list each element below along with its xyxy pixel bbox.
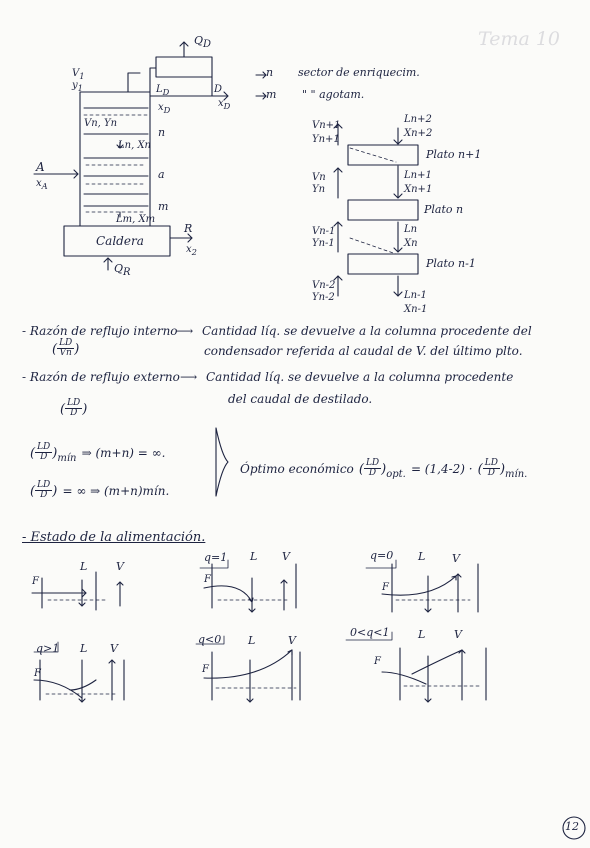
external-reflux-label: - Razón de reflujo externo xyxy=(22,370,180,384)
case-q1-f-label: F xyxy=(204,574,211,585)
sector-note-n-var: n xyxy=(266,66,274,79)
vn-2-label: Vn-2 xyxy=(312,280,336,291)
ln2-label: Ln+2 xyxy=(404,114,432,125)
case-qlt0-l-label: L xyxy=(248,634,256,647)
ln-xn-label: Ln, Xn xyxy=(118,140,151,151)
yn-2-label: Yn-2 xyxy=(312,292,335,303)
yn-1-label: Yn-1 xyxy=(312,238,335,249)
external-reflux-text-1: Cantidad líq. se devuelve a la columna p… xyxy=(206,370,514,384)
case-q0-l-label: L xyxy=(418,550,426,563)
ld-label: LD xyxy=(156,84,170,97)
vn-1-label: Vn-1 xyxy=(312,226,336,237)
case-qgt1-l-label: L xyxy=(80,642,88,655)
ln1-label: Ln+1 xyxy=(404,170,432,181)
case-qgt1-label: q>1 xyxy=(36,642,60,655)
plato-n-1-label: Plato n-1 xyxy=(426,257,476,270)
page-number: 12 xyxy=(565,820,579,833)
sector-note-enriquecimiento: sector de enriquecim. xyxy=(298,66,420,79)
case1-v-label: V xyxy=(116,560,124,573)
internal-reflux-text-2: condensador referida al caudal de V. del… xyxy=(204,344,523,358)
sector-note-m-var: m xyxy=(266,88,277,101)
case-q01-l-label: L xyxy=(418,628,426,641)
q-d-label: QD xyxy=(194,34,212,51)
xa-label: xA xyxy=(36,178,48,191)
case-q0-v-label: V xyxy=(452,552,460,565)
case-qlt0-label: q<0 xyxy=(198,633,222,646)
vn-label: Vn xyxy=(312,172,326,183)
qr-label: QR xyxy=(114,262,131,279)
internal-reflux-text-1: Cantidad líq. se devuelve a la columna p… xyxy=(202,324,532,338)
y1-label: y1 xyxy=(72,80,83,93)
case-qlt0-v-label: V xyxy=(288,634,296,647)
internal-reflux-arrow: ⟶ xyxy=(176,324,194,338)
caldera-label: Caldera xyxy=(96,234,144,248)
r-label: R xyxy=(184,222,193,235)
ln-1-label: Ln-1 xyxy=(404,290,427,301)
xn1-label: Xn+1 xyxy=(404,184,433,195)
sector-note-agotamiento: " " agotam. xyxy=(302,88,365,101)
bleed-through-title: Tema 10 xyxy=(478,28,561,50)
feed-state-title: - Estado de la alimentación. xyxy=(22,530,206,545)
case-qgt1-f-label: F xyxy=(34,668,41,679)
xd-label: xD xyxy=(158,102,171,115)
feed-a-label: A xyxy=(36,160,45,174)
external-reflux-arrow: ⟶ xyxy=(180,370,198,384)
case-qlt0-f-label: F xyxy=(202,664,209,675)
case-q0-label: q=0 xyxy=(370,549,394,562)
n-sector-label: n xyxy=(158,126,166,139)
xn-label: Xn xyxy=(404,238,418,249)
case-q1-l-label: L xyxy=(250,550,258,563)
yn1-label: Yn+1 xyxy=(312,134,340,145)
case-q01-label: 0<q<1 xyxy=(350,626,390,639)
a-feed-plate-label: a xyxy=(158,168,165,181)
case-q01-f-label: F xyxy=(374,656,381,667)
case-q1-v-label: V xyxy=(282,550,290,563)
case-q0-f-label: F xyxy=(382,582,389,593)
plato-n1-label: Plato n+1 xyxy=(426,148,482,161)
case-q1-label: q=1 xyxy=(204,551,228,564)
vn1-label: Vn+1 xyxy=(312,120,341,131)
v1-label: V1 xyxy=(72,68,85,81)
case-qgt1-v-label: V xyxy=(110,642,118,655)
xn2-label: Xn+2 xyxy=(404,128,433,139)
case1-l-label: L xyxy=(80,560,88,573)
ln-label: Ln xyxy=(404,224,418,235)
internal-reflux-label: - Razón de reflujo interno xyxy=(22,324,178,338)
xn-1-label: Xn-1 xyxy=(404,304,428,315)
d-label: D xyxy=(214,84,223,95)
m-sector-label: m xyxy=(158,200,169,213)
case-q01-v-label: V xyxy=(454,628,462,641)
x2-label: x2 xyxy=(186,244,197,257)
lm-xm-label: Lm, Xm xyxy=(116,214,156,225)
case1-f-label: F xyxy=(32,576,39,587)
vn-yn-label: Vn, Yn xyxy=(84,118,118,129)
plato-n-label: Plato n xyxy=(424,203,464,216)
external-reflux-text-2: del caudal de destilado. xyxy=(228,392,373,406)
yn-label: Yn xyxy=(312,184,326,195)
xd2-label: xD xyxy=(218,98,231,111)
